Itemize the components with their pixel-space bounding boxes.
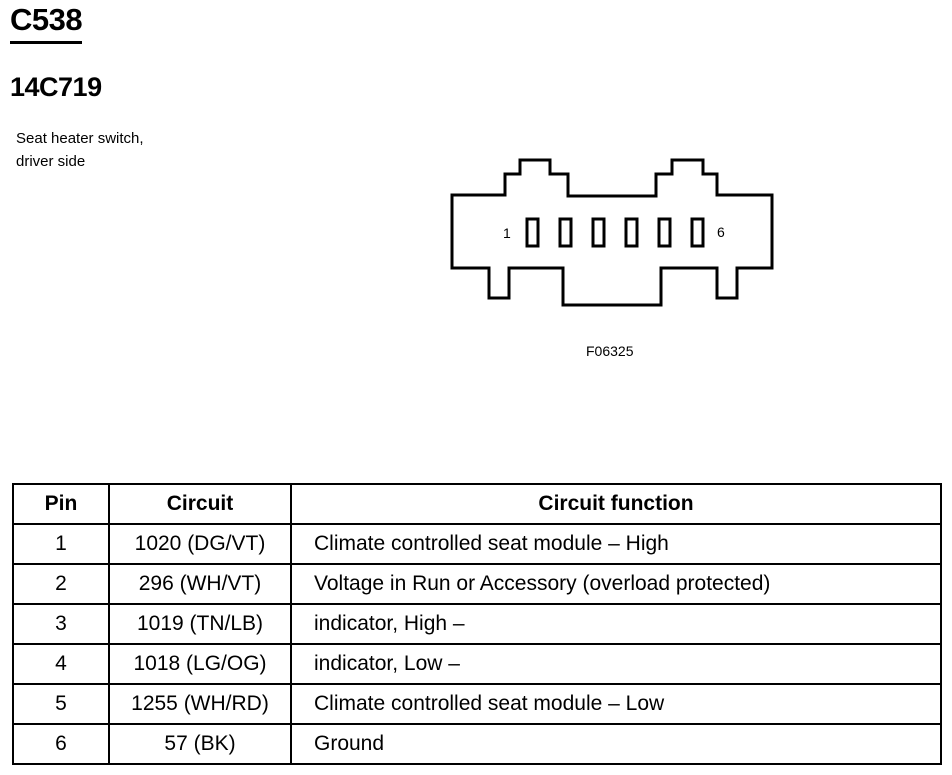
pin-number: 5	[12, 683, 110, 725]
pin-label-first: 1	[503, 225, 511, 241]
part-number: 14C719	[10, 72, 102, 102]
connector-face-diagram: 1 6	[450, 158, 774, 307]
table-row: 1 1020 (DG/VT) Climate controlled seat m…	[12, 523, 942, 565]
pin-cavity	[657, 217, 672, 248]
circuit-function: indicator, Low –	[290, 643, 942, 685]
circuit-function: Climate controlled seat module – Low	[290, 683, 942, 725]
pin-cavity	[690, 217, 705, 248]
pin-number: 3	[12, 603, 110, 645]
description-line: driver side	[16, 153, 86, 170]
pin-cavity	[624, 217, 639, 248]
circuit-function: indicator, High –	[290, 603, 942, 645]
circuit-code: 57 (BK)	[108, 723, 292, 765]
circuit-code: 1018 (LG/OG)	[108, 643, 292, 685]
column-header-circuit: Circuit	[108, 483, 292, 525]
pin-label-last: 6	[717, 224, 725, 240]
circuit-code: 1255 (WH/RD)	[108, 683, 292, 725]
pin-number: 6	[12, 723, 110, 765]
circuit-function: Voltage in Run or Accessory (overload pr…	[290, 563, 942, 605]
table-row: 2 296 (WH/VT) Voltage in Run or Accessor…	[12, 563, 942, 605]
pin-cavity	[591, 217, 606, 248]
table-row: 5 1255 (WH/RD) Climate controlled seat m…	[12, 683, 942, 725]
connector-id: C538	[10, 2, 83, 44]
circuit-code: 296 (WH/VT)	[108, 563, 292, 605]
description-line: Seat heater switch,	[16, 130, 144, 147]
circuit-function: Ground	[290, 723, 942, 765]
pin-cavity	[558, 217, 573, 248]
column-header-function: Circuit function	[290, 483, 942, 525]
figure-code: F06325	[586, 343, 634, 359]
table-row: 3 1019 (TN/LB) indicator, High –	[12, 603, 942, 645]
pin-number: 1	[12, 523, 110, 565]
connector-outline	[450, 158, 774, 307]
pin-number: 2	[12, 563, 110, 605]
circuit-code: 1020 (DG/VT)	[108, 523, 292, 565]
pin-number: 4	[12, 643, 110, 685]
column-header-pin: Pin	[12, 483, 110, 525]
circuit-code: 1019 (TN/LB)	[108, 603, 292, 645]
table-row: 6 57 (BK) Ground	[12, 723, 942, 765]
circuit-function: Climate controlled seat module – High	[290, 523, 942, 565]
table-row: 4 1018 (LG/OG) indicator, Low –	[12, 643, 942, 685]
connector-description: Seat heater switch, driver side	[16, 127, 144, 173]
table-header-row: Pin Circuit Circuit function	[12, 483, 942, 525]
pin-cavity	[525, 217, 540, 248]
pin-table: Pin Circuit Circuit function 1 1020 (DG/…	[12, 483, 942, 765]
pin-cavities	[525, 217, 705, 248]
